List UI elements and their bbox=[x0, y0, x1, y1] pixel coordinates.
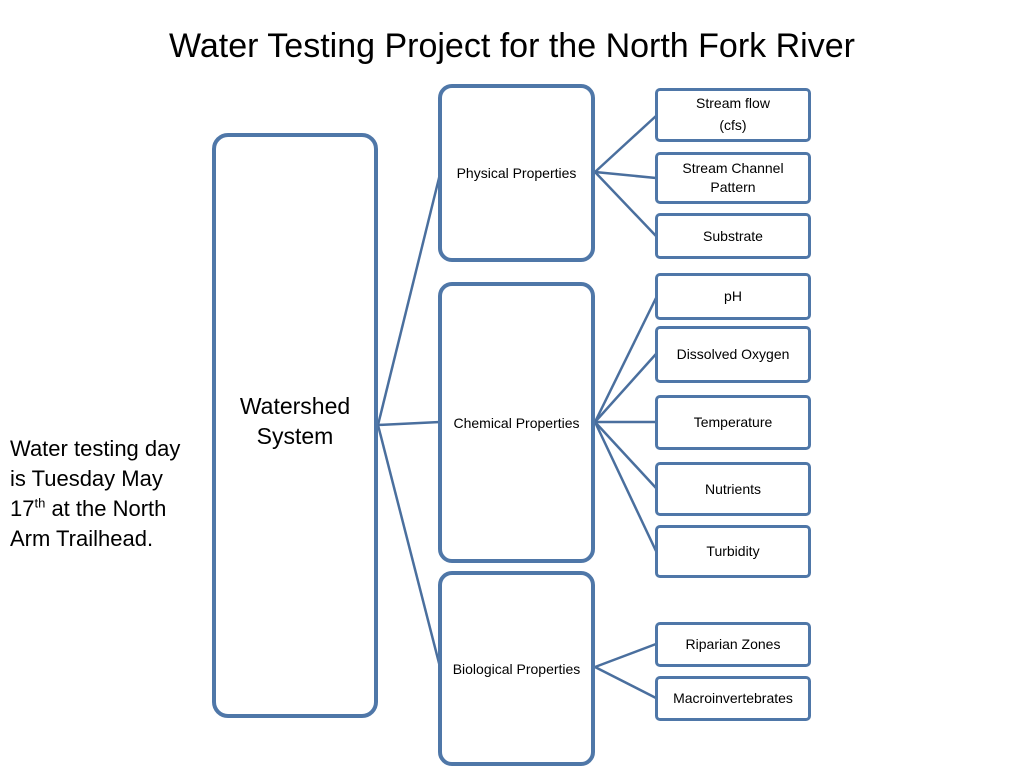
connector-physical-substrate bbox=[594, 171, 657, 237]
testing-day-note: Water testing day is Tuesday May 17th at… bbox=[10, 434, 190, 554]
ph-box: pH bbox=[655, 273, 811, 320]
stream-flow-box: Stream flow (cfs) bbox=[655, 88, 811, 142]
note-text-start: Water testing day is Tuesday May 17 bbox=[10, 436, 181, 521]
ph-label: pH bbox=[724, 288, 742, 304]
connector-chemical-ph bbox=[593, 297, 658, 423]
nutrients-box: Nutrients bbox=[655, 462, 811, 516]
turbidity-label: Turbidity bbox=[706, 543, 760, 559]
physical-properties-box: Physical Properties bbox=[438, 84, 595, 262]
connector-biological-macroinvertebrates bbox=[594, 665, 657, 700]
connector-biological-riparian bbox=[594, 642, 657, 669]
note-text-end: at the North Arm Trailhead. bbox=[10, 496, 167, 551]
stream-channel-pattern-label: Stream Channel Pattern bbox=[682, 160, 784, 195]
connector-root-chemical bbox=[377, 420, 441, 427]
dissolved-oxygen-label: Dissolved Oxygen bbox=[676, 346, 790, 362]
nutrients-label: Nutrients bbox=[704, 480, 762, 497]
temperature-label: Temperature bbox=[693, 414, 773, 430]
connector-physical-stream-channel bbox=[594, 170, 657, 180]
page-title: Water Testing Project for the North Fork… bbox=[169, 27, 855, 65]
temperature-box: Temperature bbox=[655, 395, 811, 450]
turbidity-box: Turbidity bbox=[655, 525, 811, 578]
stream-flow-label: Stream flow bbox=[696, 94, 770, 111]
biological-properties-box: Biological Properties bbox=[438, 571, 595, 766]
dissolved-oxygen-box: Dissolved Oxygen bbox=[655, 326, 811, 383]
stream-channel-pattern-box: Stream Channel Pattern bbox=[655, 152, 811, 204]
riparian-zones-label: Riparian Zones bbox=[685, 636, 781, 652]
chemical-properties-box: Chemical Properties bbox=[438, 282, 595, 563]
substrate-label: Substrate bbox=[703, 227, 763, 244]
watershed-system-box: Watershed System bbox=[212, 133, 378, 718]
riparian-zones-box: Riparian Zones bbox=[655, 622, 811, 667]
connector-physical-stream-flow bbox=[594, 115, 657, 173]
connector-chemical-dissolved-oxygen bbox=[594, 353, 657, 423]
root-label-line2: System bbox=[256, 422, 334, 449]
chemical-properties-label: Chemical Properties bbox=[453, 414, 580, 431]
note-ordinal-suffix: th bbox=[34, 495, 46, 511]
connector-chemical-nutrients bbox=[594, 421, 657, 489]
connector-root-physical bbox=[376, 173, 442, 426]
root-label-line1: Watershed bbox=[239, 392, 351, 419]
connector-root-biological bbox=[376, 424, 442, 668]
physical-properties-label: Physical Properties bbox=[456, 165, 577, 181]
macroinvertebrates-box: Macroinvertebrates bbox=[655, 676, 811, 721]
macroinvertebrates-label: Macroinvertebrates bbox=[673, 690, 793, 706]
biological-properties-label: Biological Properties bbox=[452, 660, 581, 677]
substrate-box: Substrate bbox=[655, 213, 811, 259]
connector-chemical-turbidity bbox=[593, 421, 658, 552]
stream-flow-unit: (cfs) bbox=[719, 116, 747, 133]
